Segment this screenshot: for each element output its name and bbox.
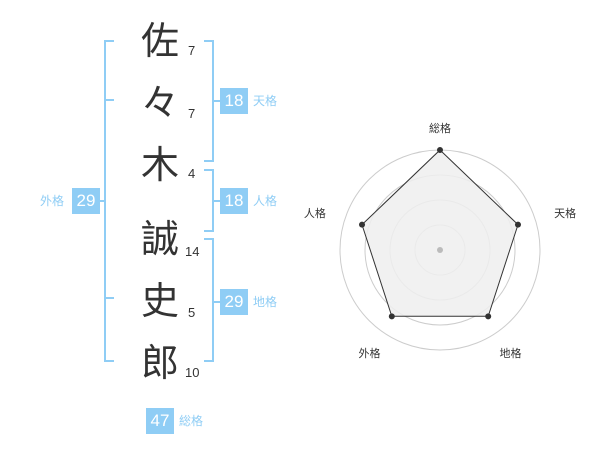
radar-axis-label-1: 総格 xyxy=(429,121,451,135)
gaikaku-bracket-tick-top xyxy=(106,99,114,101)
chikaku-bracket xyxy=(204,238,214,362)
name-char-4: 誠 xyxy=(140,217,179,261)
tenkaku-bracket xyxy=(204,40,214,162)
name-char-5: 史 xyxy=(140,279,179,323)
chikaku-label: 地格 xyxy=(253,295,278,309)
stroke-count-5: 5 xyxy=(188,305,196,320)
gaikaku-label: 外格 xyxy=(40,194,65,208)
radar-axis-label-3: 地格 xyxy=(500,346,522,360)
name-char-3: 木 xyxy=(140,143,179,187)
radar-axis-label-4: 外格 xyxy=(358,346,380,360)
chikaku-connector xyxy=(214,301,222,303)
soukaku-label: 総格 xyxy=(179,414,204,428)
gaikaku-bracket-connector xyxy=(98,200,106,202)
tenkaku-value: 18 xyxy=(220,88,248,114)
stroke-count-6: 10 xyxy=(185,365,200,380)
stroke-count-3: 4 xyxy=(188,166,196,181)
radar-point-2 xyxy=(514,221,521,228)
radar-axis-label-2: 天格 xyxy=(554,206,576,220)
name-char-1: 佐 xyxy=(140,19,179,63)
radar-point-5 xyxy=(359,221,366,228)
tenkaku-connector xyxy=(214,100,222,102)
tenkaku-label: 天格 xyxy=(253,94,278,108)
radar-point-4 xyxy=(388,313,395,320)
stroke-count-4: 14 xyxy=(185,244,200,259)
jinkaku-bracket xyxy=(204,169,214,232)
gaikaku-bracket-tick-bottom xyxy=(106,297,114,299)
name-char-6: 郎 xyxy=(140,341,179,385)
radar-polygon xyxy=(361,149,519,317)
stroke-count-1: 7 xyxy=(188,43,196,58)
radar-axis-label-5: 人格 xyxy=(304,206,326,220)
jinkaku-connector xyxy=(214,200,222,202)
stroke-count-2: 7 xyxy=(188,106,196,121)
gaikaku-value: 29 xyxy=(72,188,100,214)
chikaku-value: 29 xyxy=(220,289,248,315)
name-char-2: 々 xyxy=(140,81,179,125)
radar-center-dot xyxy=(437,247,443,253)
jinkaku-value: 18 xyxy=(220,188,248,214)
radar-point-3 xyxy=(485,313,492,320)
soukaku-value: 47 xyxy=(146,408,174,434)
jinkaku-label: 人格 xyxy=(253,194,278,208)
radar-point-1 xyxy=(437,147,443,153)
